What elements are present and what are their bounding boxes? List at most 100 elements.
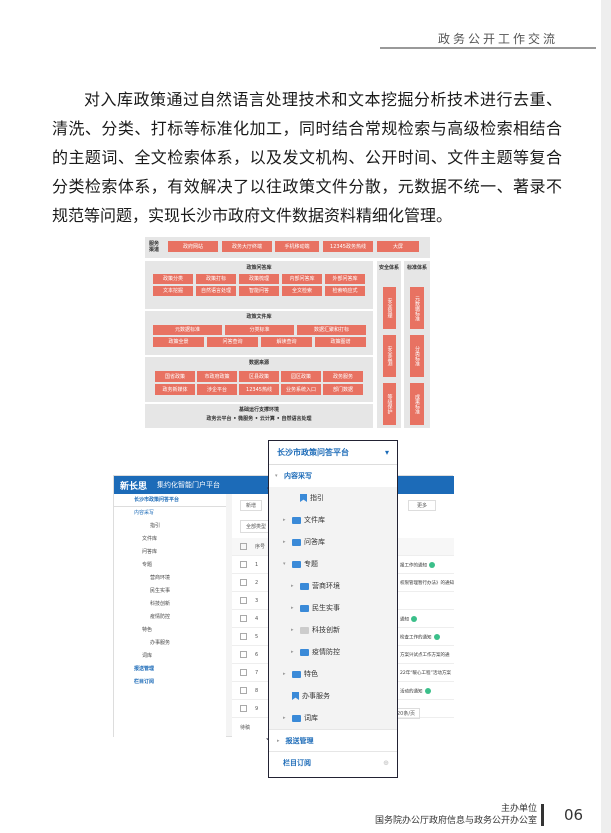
diagram-block: 政策分类 bbox=[153, 274, 193, 284]
chevron-right-icon[interactable]: ▸ bbox=[283, 539, 286, 545]
pending-tab[interactable]: 待稿 bbox=[240, 725, 251, 731]
sidebar-item[interactable]: 科技创新 bbox=[114, 598, 226, 611]
row-title[interactable]: 方案兴试点工作方案的通 bbox=[400, 653, 450, 658]
row-checkbox[interactable] bbox=[240, 615, 247, 622]
zoomed-tree-panel: 长沙市政策问答平台▾ ▾内容采写指引▸文件库▸问答库▾专题▸营商环境▸民生实事▸… bbox=[268, 440, 398, 778]
diagram-block: 政策图谱 bbox=[315, 337, 366, 347]
row-number: 8 bbox=[255, 687, 259, 694]
tree-item[interactable]: ▸问答库 bbox=[269, 531, 397, 553]
tree-item[interactable]: ▸ 营商环境 bbox=[269, 575, 397, 597]
org-name: 国务院办公厅政府信息与政务公开办公室 bbox=[374, 816, 537, 826]
row-number: 3 bbox=[255, 597, 259, 604]
sidebar-item[interactable]: 特色 bbox=[114, 624, 226, 637]
row-title[interactable]: 活动的通知 bbox=[400, 688, 454, 695]
sidebar-item[interactable]: 民生实事 bbox=[114, 585, 226, 598]
diagram-block: 元数据标准 bbox=[410, 287, 424, 329]
chevron-down-icon[interactable]: ▾ bbox=[283, 561, 286, 567]
new-button[interactable]: 新增 bbox=[240, 500, 263, 511]
chevron-down-icon[interactable]: ▾ bbox=[275, 473, 278, 479]
sidebar-item[interactable]: 内容采写 bbox=[114, 507, 226, 520]
chevron-down-icon: ▾ bbox=[384, 448, 389, 457]
sidebar-item[interactable]: 词库 bbox=[114, 650, 226, 663]
row-checkbox[interactable] bbox=[240, 687, 247, 694]
diagram-block: 12345政务热线 bbox=[323, 241, 373, 252]
chevron-right-icon[interactable]: ▸ bbox=[283, 715, 286, 721]
sidebar-item-label: 问答库 bbox=[142, 549, 158, 555]
add-icon[interactable]: ⊕ bbox=[383, 758, 389, 767]
page-number: 06 bbox=[564, 806, 584, 824]
tree-item-label: 科技创新 bbox=[312, 626, 340, 634]
diagram-block: 问答查询 bbox=[207, 337, 258, 347]
tree-item[interactable]: ▸特色 bbox=[269, 663, 397, 685]
sidebar-item-label: 疫情防控 bbox=[150, 614, 171, 620]
tree-item-label: 办事服务 bbox=[302, 692, 330, 700]
diagram-heading: 服务渠道 bbox=[148, 241, 159, 253]
diagram-block: 大屏 bbox=[377, 241, 419, 252]
row-checkbox[interactable] bbox=[240, 669, 247, 676]
diagram-section bbox=[145, 404, 373, 428]
chevron-right-icon[interactable]: ▸ bbox=[291, 605, 294, 611]
panel-title: 长沙市政策问答平台 bbox=[277, 448, 349, 457]
diagram-block: 全文检索 bbox=[282, 286, 322, 296]
tree-item-label: 营商环境 bbox=[312, 582, 340, 590]
tree-item[interactable]: ▾内容采写 bbox=[269, 465, 397, 487]
more-button[interactable]: 更多 bbox=[408, 500, 437, 511]
tree-item[interactable]: 指引 bbox=[269, 487, 397, 509]
tree-item[interactable]: ▸词库 bbox=[269, 707, 397, 729]
sidebar-item[interactable]: 营商环境 bbox=[114, 572, 226, 585]
app-sidebar: 长沙市政策问答平台 内容采写指引文件库问答库专题营商环境民生实事科技创新疫情防控… bbox=[114, 494, 226, 738]
tree-item[interactable]: 办事服务 bbox=[269, 685, 397, 707]
chevron-right-icon[interactable]: ▸ bbox=[283, 517, 286, 523]
app-logo: 新长思 bbox=[120, 481, 148, 492]
sidebar-item[interactable]: 报送管理 bbox=[114, 663, 226, 676]
sidebar-item[interactable]: 指引 bbox=[114, 520, 226, 533]
chevron-right-icon[interactable]: ▸ bbox=[283, 671, 286, 677]
row-number: 4 bbox=[255, 615, 259, 622]
footer-bar bbox=[541, 804, 544, 826]
tree-item[interactable]: ▸文件库 bbox=[269, 509, 397, 531]
sidebar-item[interactable]: 疫情防控 bbox=[114, 611, 226, 624]
diagram-heading: 政策文件库 bbox=[246, 314, 272, 320]
sidebar-item[interactable]: 问答库 bbox=[114, 546, 226, 559]
column-header-no: 序号 bbox=[255, 544, 266, 550]
row-checkbox[interactable] bbox=[240, 579, 247, 586]
section-report-management[interactable]: ▸报送管理 bbox=[269, 729, 397, 751]
sidebar-item[interactable]: 办事服务 bbox=[114, 637, 226, 650]
panel-site-selector[interactable]: 长沙市政策问答平台 ▾ bbox=[269, 441, 397, 465]
diagram-block: 手机移动端 bbox=[275, 241, 319, 252]
diagram-section bbox=[145, 261, 373, 309]
row-title[interactable]: 通知 bbox=[400, 616, 454, 623]
chevron-right-icon[interactable]: ▸ bbox=[291, 627, 294, 633]
row-checkbox[interactable] bbox=[240, 561, 247, 568]
chevron-right-icon[interactable]: ▸ bbox=[291, 649, 294, 655]
tree-item[interactable]: ▸疫情防控 bbox=[269, 641, 397, 663]
diagram-block: 分类标准 bbox=[410, 335, 424, 377]
status-badge bbox=[424, 688, 431, 694]
section-subscription[interactable]: 栏目订阅⊕ bbox=[269, 751, 397, 773]
folder-icon bbox=[300, 626, 309, 634]
row-title[interactable]: 检查工作的通知 bbox=[400, 634, 454, 641]
tree-item[interactable]: ▸ 科技创新 bbox=[269, 619, 397, 641]
sidebar-item-label: 文件库 bbox=[142, 536, 158, 542]
site-selector[interactable]: 长沙市政策问答平台 bbox=[114, 494, 226, 507]
sidebar-item[interactable]: 栏目订阅 bbox=[114, 676, 226, 689]
row-title[interactable]: 报工作的通知 bbox=[400, 562, 454, 569]
sidebar-item-label: 词库 bbox=[142, 653, 153, 659]
row-checkbox[interactable] bbox=[240, 651, 247, 658]
row-checkbox[interactable] bbox=[240, 633, 247, 640]
sidebar-item-label: 营商环境 bbox=[150, 575, 171, 581]
row-title[interactable]: 22年“暖心工程”活动方案 bbox=[400, 671, 451, 676]
app-title: 集约化智能门户平台 bbox=[157, 481, 221, 489]
row-checkbox[interactable] bbox=[240, 705, 247, 712]
sidebar-item[interactable]: 专题 bbox=[114, 559, 226, 572]
row-title[interactable]: 权限管理暂行办法》的通知 bbox=[400, 581, 454, 586]
row-checkbox[interactable] bbox=[240, 597, 247, 604]
chevron-right-icon[interactable]: ▸ bbox=[291, 583, 294, 589]
diagram-block: 12345热线 bbox=[239, 384, 279, 395]
tree-item[interactable]: ▸民生实事 bbox=[269, 597, 397, 619]
sidebar-item[interactable]: 文件库 bbox=[114, 533, 226, 546]
diagram-heading: 政策问答库 bbox=[246, 265, 272, 271]
diagram-heading: 基础运行支撑环境 bbox=[238, 407, 279, 413]
checkbox[interactable] bbox=[240, 543, 247, 550]
tree-item[interactable]: ▾专题 bbox=[269, 553, 397, 575]
